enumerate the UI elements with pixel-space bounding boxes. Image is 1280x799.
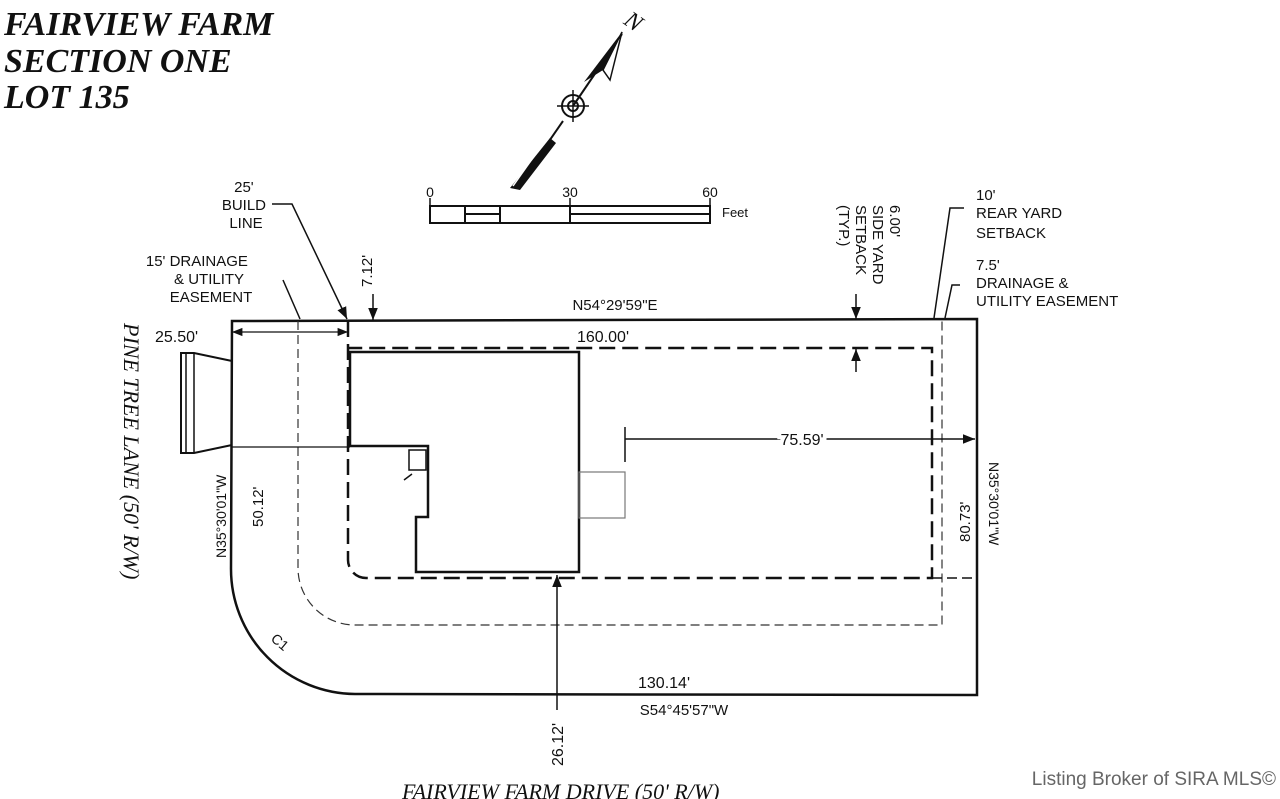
street-pine-tree-lane: PINE TREE LANE (50' R/W) xyxy=(119,322,144,579)
setback-line xyxy=(346,321,934,580)
bearing-north: N54°29'59"E xyxy=(572,297,657,314)
svg-text:6.00' SIDE YARD SE: 6.00' SIDE YARD SETBACK (TYP.) xyxy=(835,205,903,289)
house-footprint xyxy=(348,350,581,574)
dim-25-50: 25.50' xyxy=(155,329,198,346)
scale-tick-60: 60 xyxy=(702,184,718,200)
side-yard-label: 6.00' SIDE YARD SETBACK (TYP.) xyxy=(835,205,903,289)
dim-26-12: 26.12' xyxy=(550,723,567,766)
scale-bar xyxy=(429,198,711,224)
length-east: 80.73' xyxy=(957,501,974,542)
length-north: 160.00' xyxy=(577,329,629,346)
stoop xyxy=(408,449,427,471)
bearing-west: N35°30'01"W xyxy=(213,474,229,558)
rear-yard-label: 10' REAR YARD SETBACK xyxy=(976,187,1066,242)
driveway xyxy=(180,352,233,454)
lot-boundary xyxy=(229,317,979,697)
title-line-3: LOT 135 xyxy=(3,79,130,116)
title-line-1: FAIRVIEW FARM xyxy=(3,6,275,43)
north-label: N xyxy=(618,6,648,38)
drainage-75-label: 7.5' DRAINAGE & UTILITY EASEMENT xyxy=(976,257,1118,310)
watermark: Listing Broker of SIRA MLS© xyxy=(1032,769,1276,790)
scale-unit: Feet xyxy=(722,205,748,220)
length-south: 130.14' xyxy=(638,675,690,692)
scale-tick-30: 30 xyxy=(562,184,578,200)
street-fairview-farm-drive: FAIRVIEW FARM DRIVE (50' R/W) xyxy=(401,779,720,799)
drainage-easement-line xyxy=(297,319,943,626)
title-line-2: SECTION ONE xyxy=(4,43,232,80)
dim-7-12: 7.12' xyxy=(359,255,376,287)
north-arrow-icon xyxy=(510,31,623,190)
patio xyxy=(578,471,626,519)
bearing-south: S54°45'57"W xyxy=(640,702,729,719)
build-line-label: 25' BUILD LINE xyxy=(222,179,270,232)
scale-tick-0: 0 xyxy=(426,184,434,200)
drainage-15-label: 15' DRAINAGE & UTILITY EASEMENT xyxy=(146,253,252,306)
length-west: 50.12' xyxy=(250,486,267,527)
dim-75-59: 75.59' xyxy=(780,432,823,449)
curve-label: C1 xyxy=(268,630,292,654)
bearing-east: N35°30'01"W xyxy=(986,462,1002,546)
